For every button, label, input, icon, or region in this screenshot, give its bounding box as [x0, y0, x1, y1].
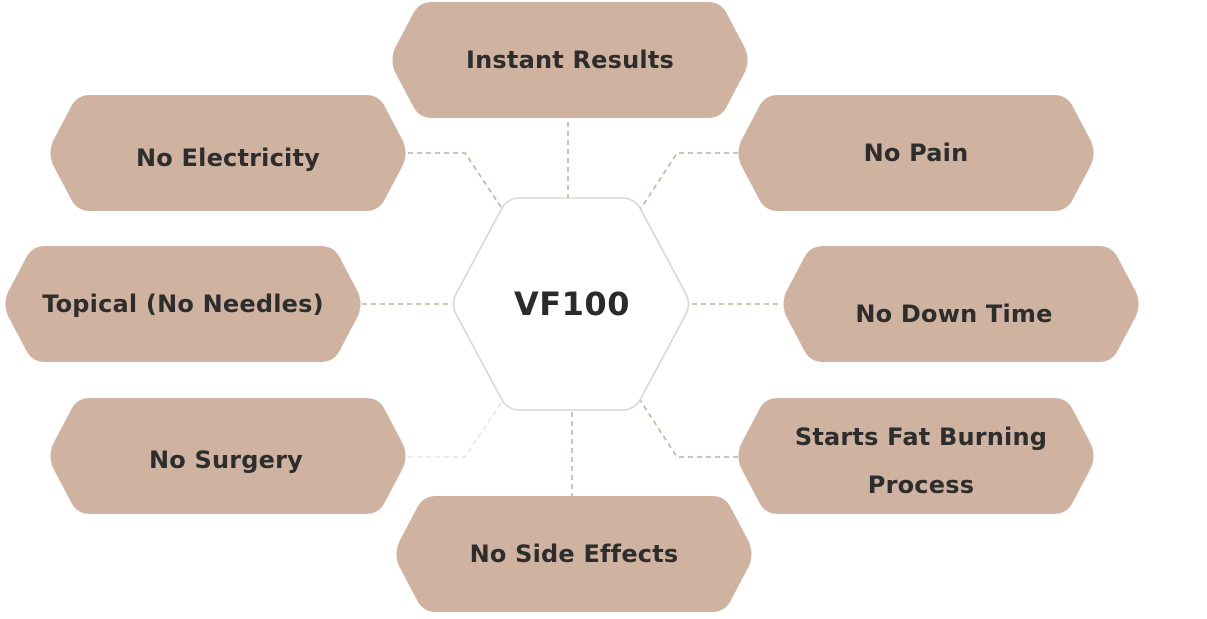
node-label-no-electricity: No Electricity: [136, 144, 320, 172]
connector-no-electricity: [408, 152, 504, 211]
node-shape-starts-fat-burning: [738, 398, 1094, 514]
node-shape-no-pain: [738, 95, 1094, 211]
node-label-starts-fat-burning: Starts Fat Burning Process: [794, 423, 1048, 499]
node-label-no-surgery: No Surgery: [148, 446, 304, 474]
node-shape-no-down-time: [783, 246, 1139, 362]
node-label-no-down-time: No Down Time: [855, 300, 1053, 328]
node-shape-no-side-effects: [396, 496, 752, 612]
node-shape-no-surgery: [50, 398, 406, 514]
node-label-instant-results: Instant Results: [466, 46, 674, 74]
node-shape-topical: [5, 246, 361, 362]
node-shape-instant-results: [392, 2, 748, 118]
connector-no-pain: [639, 152, 738, 211]
center-label: VF100: [514, 285, 630, 323]
center-hexagon: [452, 197, 690, 411]
node-label-topical: Topical (No Needles): [42, 290, 324, 318]
connector-no-surgery: [408, 399, 504, 458]
connector-starts-fat-burning: [639, 399, 738, 458]
node-label-no-side-effects: No Side Effects: [469, 540, 679, 568]
node-shape-no-electricity: [50, 95, 406, 211]
node-label-no-pain: No Pain: [863, 139, 969, 167]
